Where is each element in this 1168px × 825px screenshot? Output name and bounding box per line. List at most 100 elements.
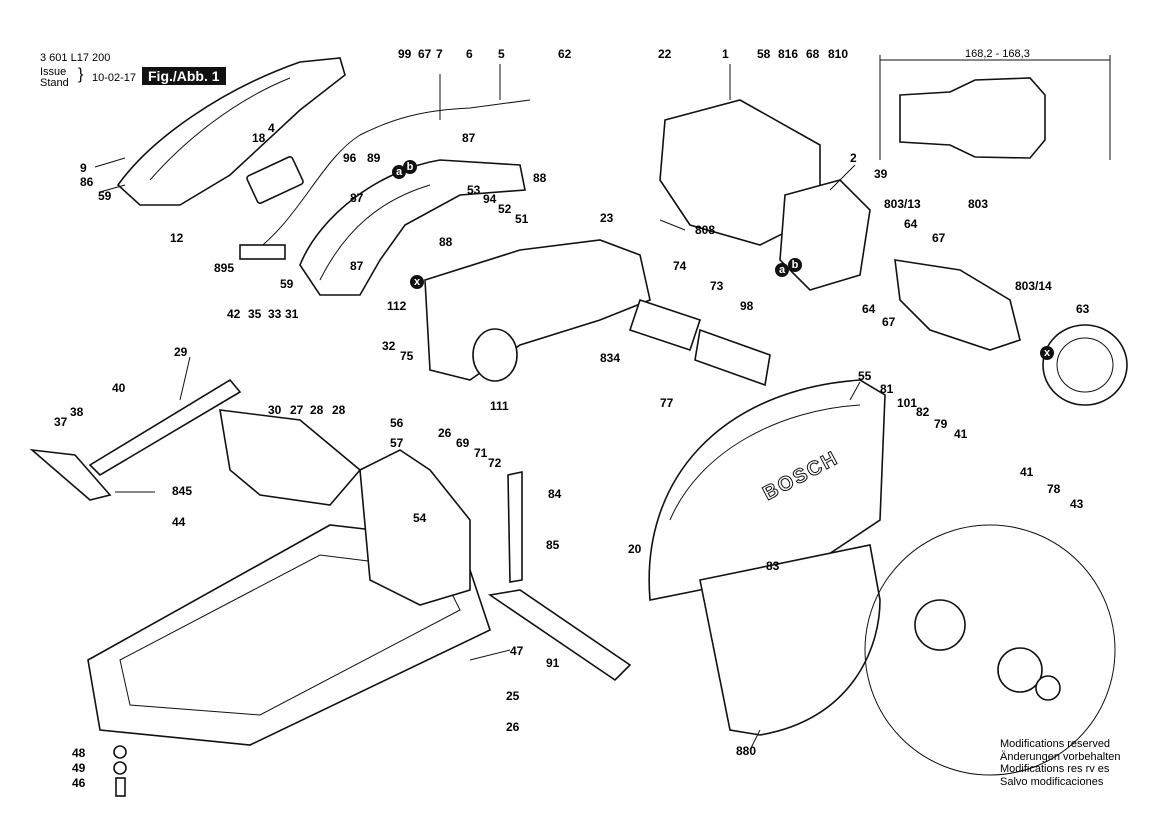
callout-label: 32 [382, 339, 396, 353]
callout-label: 20 [628, 542, 642, 556]
callout-label: 94 [483, 192, 497, 206]
callout-label: 68 [806, 47, 820, 61]
issue-date: 10-02-17 [92, 72, 137, 84]
callout-label: 87 [462, 131, 476, 145]
brace-glyph: } [78, 66, 84, 83]
callout-label: 23 [600, 211, 614, 225]
callout-label: 81 [880, 382, 894, 396]
callout-label: 73 [710, 279, 724, 293]
callout-label: 72 [488, 456, 502, 470]
callout-label: 53 [467, 183, 481, 197]
callout-label: 12 [170, 231, 184, 245]
callout-label: 834 [600, 351, 621, 365]
callout-label: 880 [736, 744, 757, 758]
note-line: Änderungen vorbehalten [1000, 750, 1121, 763]
callout-label: 52 [498, 202, 512, 216]
marker-x: x [1040, 346, 1054, 360]
callout-label: 111 [490, 399, 509, 413]
callout-label: 808 [695, 223, 716, 237]
callout-label: 43 [1070, 497, 1084, 511]
callout-label: 88 [533, 171, 547, 185]
callout-label: 7 [436, 47, 443, 61]
callout-label: 33 [268, 307, 282, 321]
marker-x: x [410, 275, 424, 289]
callout-label: 35 [248, 307, 262, 321]
callout-label: 6 [466, 47, 473, 61]
callout-label: 25 [506, 689, 520, 703]
callout-label: 2 [850, 151, 857, 165]
callout-label: 9 [80, 161, 87, 175]
callout-label: 1 [722, 47, 729, 61]
callout-label: 67 [418, 47, 432, 61]
callout-label: 112 [387, 299, 407, 313]
callout-label: 89 [367, 151, 381, 165]
callout-label: 30 [268, 403, 282, 417]
callout-label: 74 [673, 259, 687, 273]
marker-a: a [392, 165, 406, 179]
callout-label: 49 [72, 761, 86, 775]
callout-label: 64 [862, 302, 876, 316]
field-coil-part [779, 179, 871, 291]
upright-bracket-part [359, 449, 471, 606]
callout-label: 99 [398, 47, 412, 61]
callout-label: 28 [310, 403, 324, 417]
callout-label: 22 [658, 47, 672, 61]
callout-label: 46 [72, 776, 86, 790]
callout-label: 810 [828, 47, 849, 61]
callout-label: 803/14 [1015, 279, 1052, 293]
dimension-label: 168,2 - 168,3 [965, 48, 1030, 60]
lead-screw-part [88, 378, 242, 477]
bracket-arm-part [487, 589, 632, 682]
marker-b: b [403, 160, 417, 174]
vise-handle-part [29, 448, 112, 501]
callout-label: 87 [350, 259, 364, 273]
callout-label: 56 [390, 416, 404, 430]
marker-a: a [775, 263, 789, 277]
vise-jaw-part [219, 409, 362, 506]
callout-label: 42 [227, 307, 241, 321]
marker-b: b [788, 258, 802, 272]
issue-label: Issue [40, 66, 67, 78]
callout-label: 26 [438, 426, 452, 440]
callout-label: 5 [498, 47, 505, 61]
armature-part [894, 259, 1021, 351]
modifications-notes: Modifications reserved Änderungen vorbeh… [1000, 738, 1120, 788]
armature-dimension-drawing [899, 77, 1046, 159]
callout-label: 71 [474, 446, 488, 460]
callout-label: 41 [954, 427, 968, 441]
depth-stop-part [507, 471, 523, 583]
callout-label: 67 [882, 315, 896, 329]
callout-label: 67 [932, 231, 946, 245]
stand-label: Stand [40, 77, 69, 89]
callout-label: 39 [874, 167, 888, 181]
spindle-part [694, 328, 771, 387]
callout-label: 77 [660, 396, 674, 410]
callout-label: 28 [332, 403, 346, 417]
callout-label: 44 [172, 515, 186, 529]
callout-label: 98 [740, 299, 754, 313]
callout-label: 86 [80, 175, 94, 189]
callout-label: 59 [98, 189, 112, 203]
callout-label: 69 [456, 436, 470, 450]
callout-label: 87 [350, 191, 364, 205]
callout-label: 79 [934, 417, 948, 431]
callout-label: 83 [766, 559, 780, 573]
callout-label: 51 [515, 212, 529, 226]
note-line: Salvo modificaciones [1000, 775, 1104, 788]
callout-label: 40 [112, 381, 126, 395]
callout-label: 27 [290, 403, 304, 417]
cable-clamp-part [239, 244, 286, 260]
callout-label: 38 [70, 405, 84, 419]
callout-label: 64 [904, 217, 918, 231]
callout-label: 55 [858, 369, 872, 383]
fan-guard-part [1042, 324, 1128, 406]
callout-label: 59 [280, 277, 294, 291]
callout-label: 58 [757, 47, 771, 61]
cutting-wheel [864, 524, 1116, 776]
callout-label: 91 [546, 656, 560, 670]
callout-label: 29 [174, 345, 188, 359]
note-line: Modifications res rv es [1000, 763, 1110, 775]
callout-label: 26 [506, 720, 520, 734]
spring-part [628, 298, 702, 352]
